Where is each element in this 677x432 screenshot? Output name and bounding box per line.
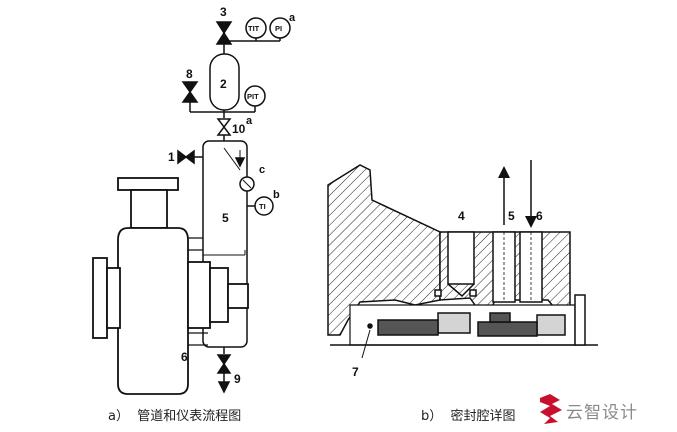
label-9: 9	[234, 372, 241, 386]
label-c: c	[259, 164, 265, 176]
label-3: 3	[220, 5, 227, 19]
seal-face-1	[437, 312, 471, 334]
label-b: b	[273, 189, 280, 201]
watermark-text: 云智设计	[566, 403, 638, 423]
ti-instrument-icon	[254, 196, 274, 216]
label-a-10: a	[246, 115, 253, 127]
label-5-b: 5	[508, 209, 515, 223]
label-1: 1	[168, 150, 175, 164]
tit-instrument-icon	[245, 17, 267, 39]
label-8: 8	[186, 67, 193, 81]
caption-b: b） 密封腔详图	[421, 409, 516, 424]
valve-9-icon	[216, 354, 232, 374]
pi-label: PI	[275, 24, 282, 33]
watermark-logo-icon	[540, 394, 562, 424]
label-6-b: 6	[536, 209, 543, 223]
label-7-b: 7	[352, 365, 359, 379]
pi-instrument-icon	[269, 17, 291, 39]
port-4	[447, 231, 475, 285]
valve-8-icon	[181, 81, 199, 103]
pump-body	[92, 177, 249, 395]
label-4-b: 4	[458, 209, 465, 223]
pid-labels: 3 a 8 2 10 a 1 c b 5 6 9 TIT PI PIT TI	[168, 5, 296, 386]
seal-ring-dark-2	[477, 321, 538, 337]
valve-1-icon	[177, 149, 195, 165]
label-5-a: 5	[222, 211, 229, 225]
tit-label: TIT	[248, 24, 260, 33]
valve-10-icon	[216, 118, 232, 136]
pit-label: PIT	[247, 92, 259, 101]
ti-label: TI	[259, 202, 266, 211]
seal-face-2	[536, 314, 566, 336]
seal-labels: 4 5 6 7	[352, 209, 543, 379]
label-2: 2	[220, 77, 227, 91]
caption-a: a） 管道和仪表流程图	[108, 409, 242, 424]
label-6-a: 6	[181, 350, 188, 364]
seal-chamber-diagram	[327, 160, 598, 359]
seal-ring-dark-1	[377, 319, 439, 336]
pit-instrument-icon	[244, 85, 266, 107]
label-10: 10	[232, 122, 246, 136]
pid-diagram	[177, 17, 291, 394]
label-a-top: a	[289, 12, 296, 24]
